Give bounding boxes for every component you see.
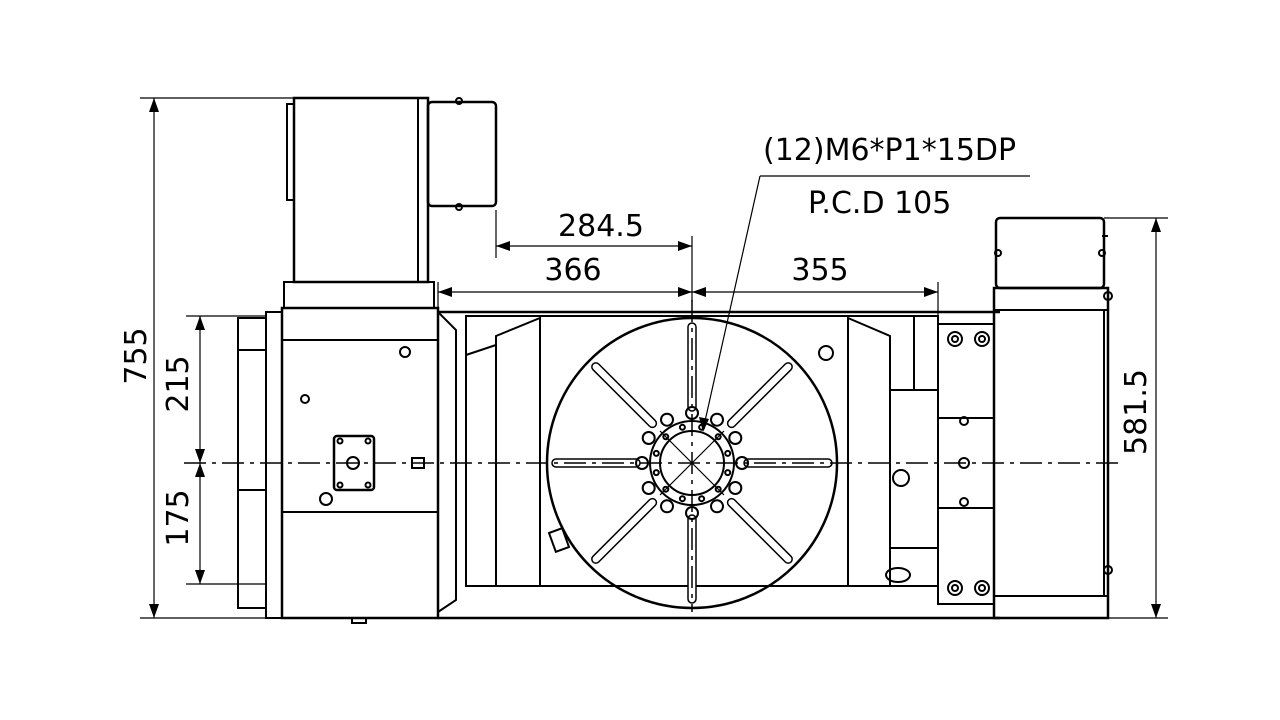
thread-spec-label: (12)M6*P1*15DP (763, 133, 1016, 168)
dim-left-span-label: 366 (544, 253, 601, 288)
dim-motor-offset: 284.5 (495, 209, 693, 302)
bolt-hole (724, 469, 732, 477)
t-slot (726, 497, 793, 564)
bolt-hole (678, 495, 686, 503)
dim-overall-height-label: 755 (119, 327, 154, 384)
pcd-hole (710, 499, 724, 514)
dim-tailstock-height: 581.5 (1104, 217, 1168, 619)
pcd-hole (660, 412, 674, 427)
pcd-hole (660, 499, 674, 514)
dim-upper-offset: 215 (161, 315, 266, 463)
pcd-hole (728, 481, 743, 495)
pcd-hole (641, 481, 656, 495)
motor-assembly (283, 96, 498, 309)
pcd-hole (641, 431, 656, 445)
drive-housing (237, 306, 457, 624)
dim-spans: 366 355 (437, 253, 939, 316)
pcd-hole (728, 431, 743, 445)
bolt-hole (678, 423, 686, 431)
dim-right-span-label: 355 (791, 253, 848, 288)
dim-overall-height: 755 (119, 97, 294, 619)
dim-tailstock-height-label: 581.5 (1119, 369, 1154, 455)
bolt-hole (698, 495, 706, 503)
t-slot (591, 362, 658, 429)
t-slot (591, 497, 658, 564)
thread-callout: (12)M6*P1*15DP P.C.D 105 (699, 133, 1030, 432)
bolt-hole (662, 433, 670, 441)
bolt-hole (662, 485, 670, 493)
bolt-hole (652, 449, 660, 457)
pcd-hole (710, 412, 724, 427)
dim-motor-offset-label: 284.5 (558, 209, 644, 244)
dim-lower-offset: 175 (161, 463, 266, 585)
bolt-hole (652, 469, 660, 477)
dim-upper-offset-label: 215 (161, 355, 196, 412)
t-slot (726, 362, 793, 429)
bolt-hole (714, 433, 722, 441)
bolt-hole (724, 449, 732, 457)
pcd-label: P.C.D 105 (808, 186, 951, 221)
dim-lower-offset-label: 175 (161, 489, 196, 546)
bolt-hole (714, 485, 722, 493)
tailstock (937, 216, 1113, 620)
